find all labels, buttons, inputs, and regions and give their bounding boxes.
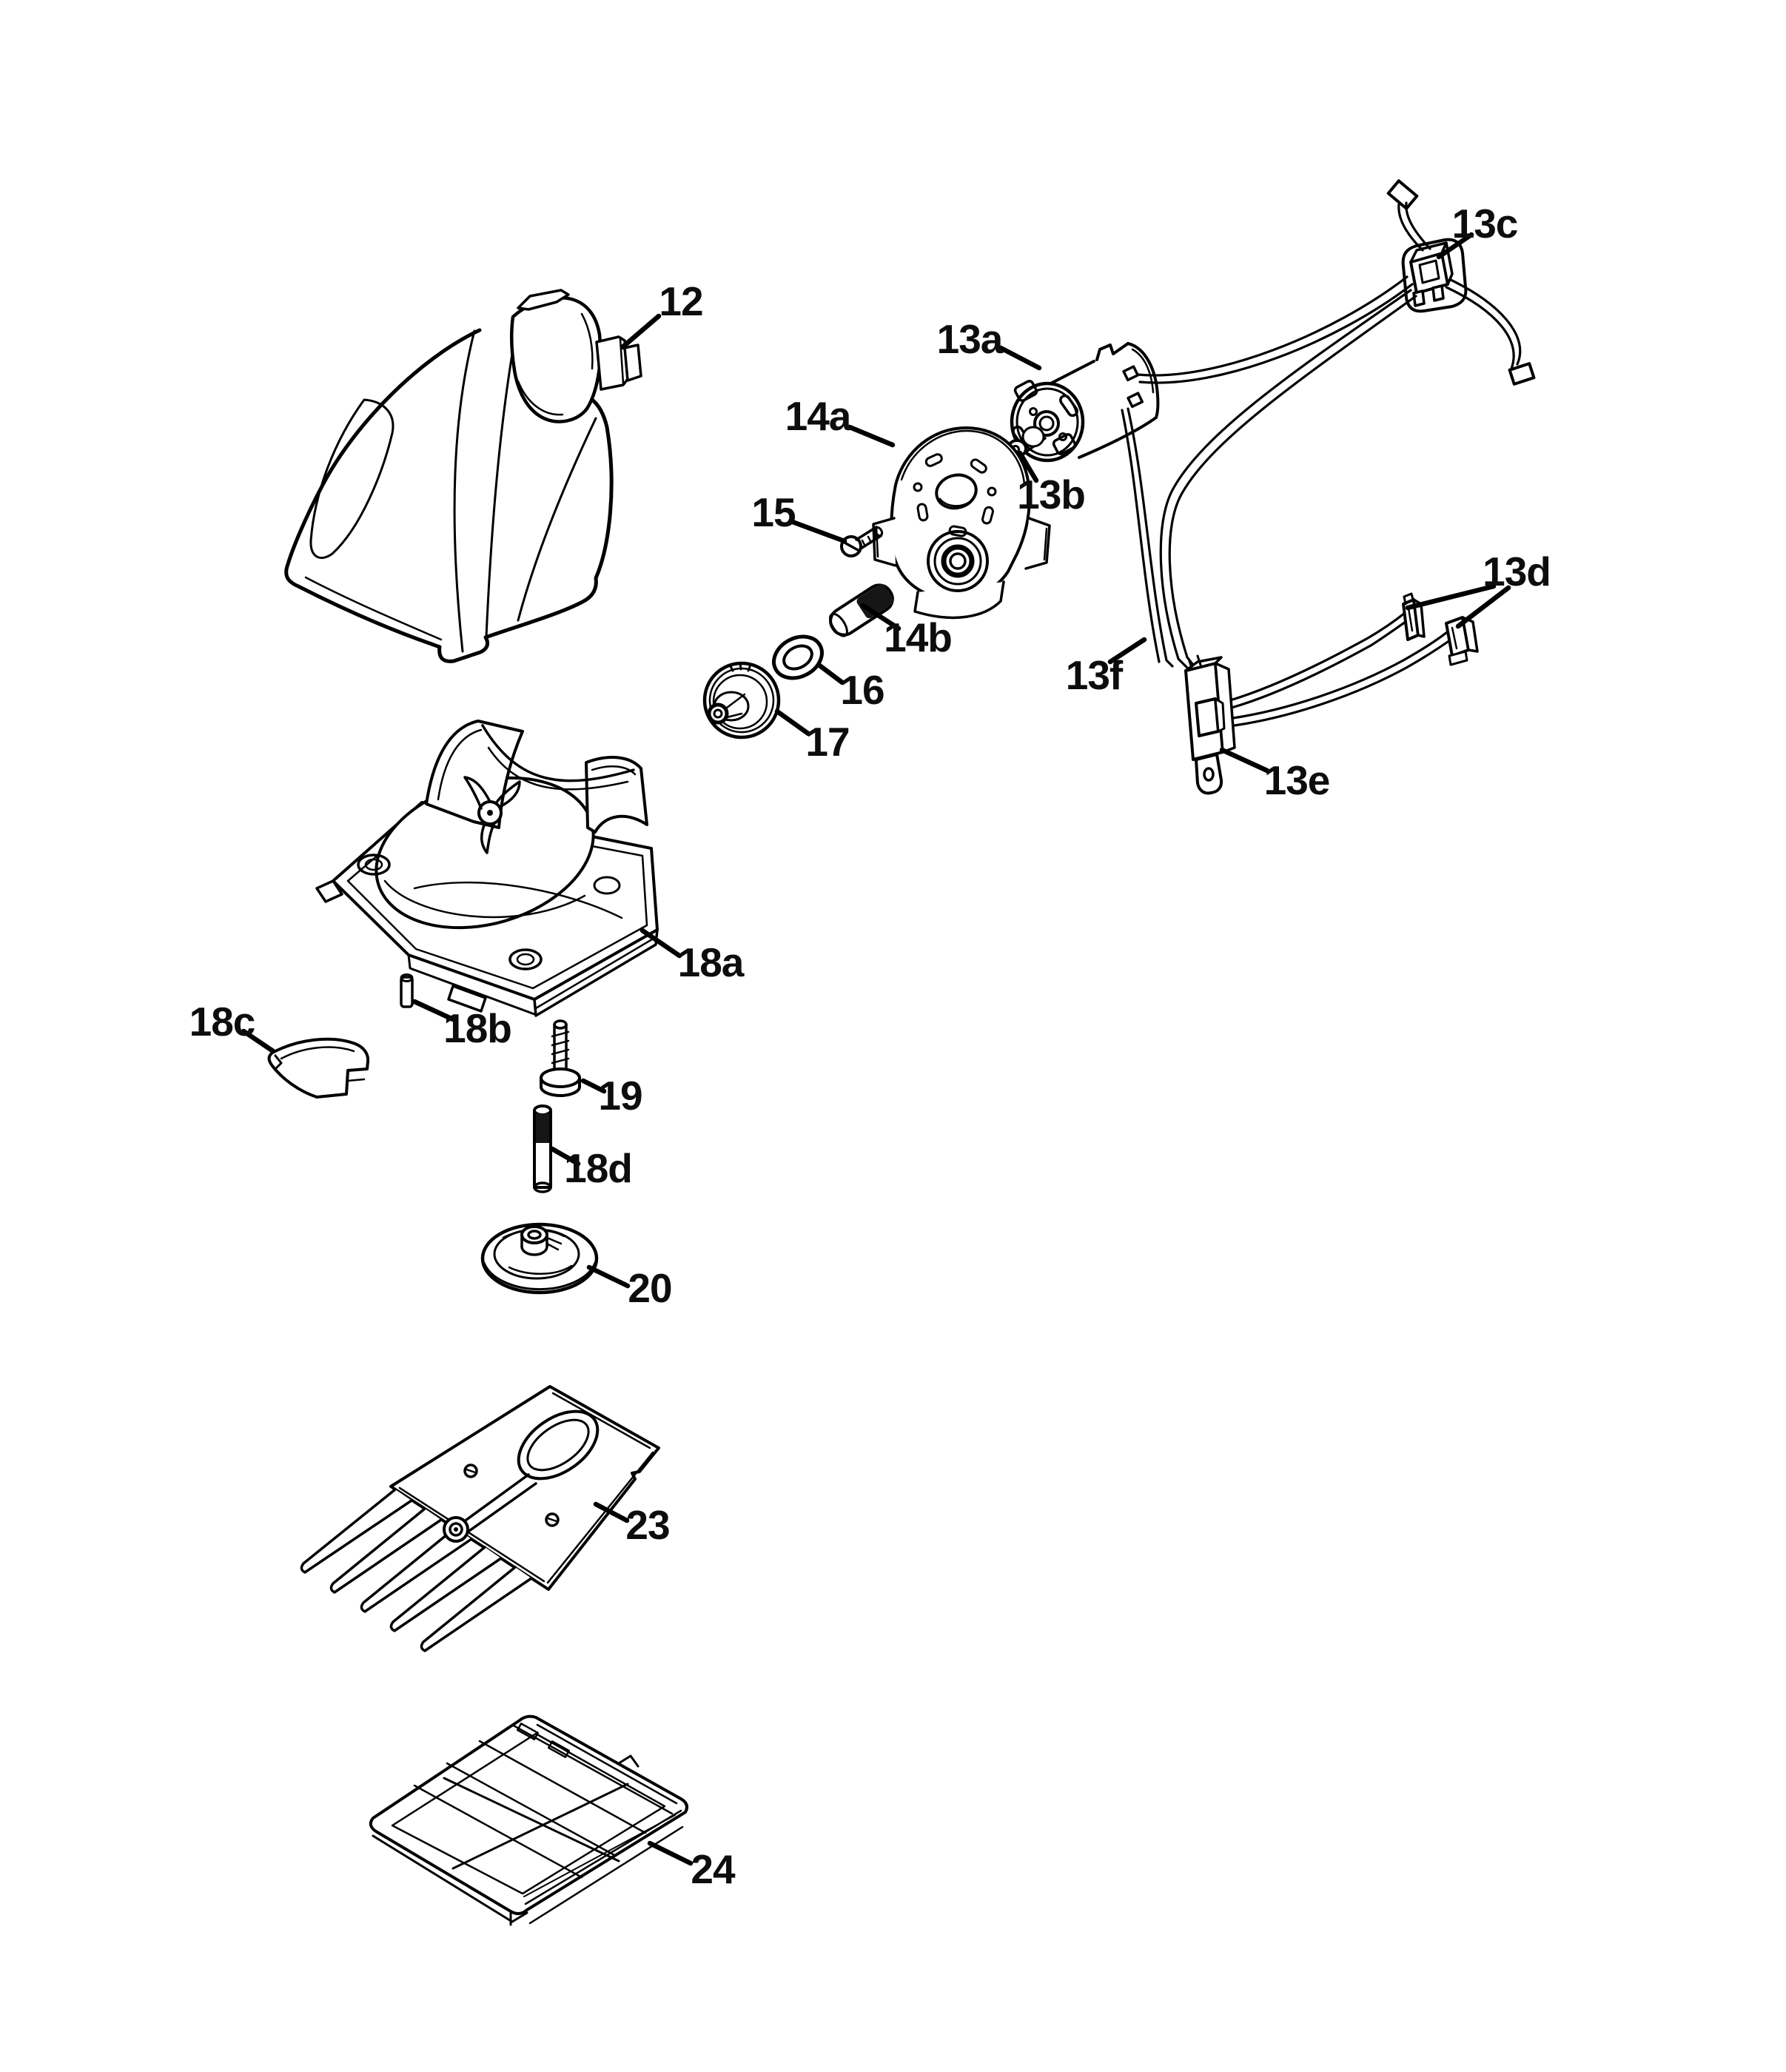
part-12-housing-cover [284, 289, 642, 663]
label-13a: 13a [937, 316, 1004, 362]
leader-12 [620, 313, 662, 350]
part-16-washer [772, 634, 824, 680]
label-14b: 14b [884, 614, 952, 660]
leader-14b [860, 603, 902, 631]
part-18a-gearbox-base [315, 720, 659, 1017]
part-18c-curved-shoe [267, 1037, 370, 1099]
leader-15 [788, 518, 847, 544]
leader-13b [1017, 450, 1039, 483]
label-13d: 13d [1483, 549, 1551, 594]
label-12: 12 [659, 278, 702, 324]
leader-17 [774, 708, 811, 737]
leader-13d-2 [1455, 585, 1511, 629]
part-13c-connector [1401, 238, 1468, 313]
leader-18a [639, 928, 682, 959]
leader-lines [241, 232, 1511, 1866]
label-18a: 18a [678, 939, 745, 985]
label-19: 19 [598, 1073, 642, 1119]
label-18c: 18c [189, 999, 255, 1045]
part-14a-gear-plate [872, 426, 1051, 620]
label-13c: 13c [1452, 201, 1518, 247]
wiring-harness [1121, 201, 1522, 727]
label-16: 16 [840, 667, 884, 713]
leader-14a [847, 424, 896, 448]
part-13d-clips [1402, 592, 1479, 666]
part-number-labels: 12 13a 13b 13c 13d 13e 13f 14a 14b 15 16… [189, 201, 1551, 1892]
label-18b: 18b [443, 1005, 511, 1051]
label-20: 20 [628, 1265, 671, 1311]
part-19-screw [540, 1019, 581, 1097]
part-13a-motor [1007, 342, 1160, 463]
label-14a: 14a [785, 393, 852, 439]
label-13e: 13e [1264, 757, 1330, 803]
label-18d: 18d [564, 1145, 632, 1191]
part-18d-stud [533, 1104, 552, 1193]
leader-13a [998, 345, 1042, 371]
label-17: 17 [805, 719, 849, 765]
leader-13f [1107, 637, 1147, 665]
part-17-cam [702, 661, 781, 740]
wire-terminal-right [1508, 362, 1536, 386]
part-23-shear-blade [300, 1385, 660, 1652]
leader-13d-1 [1405, 583, 1497, 611]
label-23: 23 [625, 1502, 669, 1548]
leader-18d [549, 1146, 581, 1167]
leader-13c [1436, 232, 1474, 260]
label-24: 24 [691, 1846, 736, 1892]
part-13e-switch [1184, 654, 1236, 795]
leader-13e [1219, 747, 1270, 774]
leader-24 [647, 1840, 694, 1866]
leader-16 [816, 662, 845, 685]
leader-19 [580, 1078, 607, 1094]
leader-20 [586, 1264, 631, 1289]
wire-terminal-top [1386, 179, 1419, 210]
leader-18c [241, 1028, 276, 1054]
label-13f: 13f [1066, 652, 1124, 698]
label-13b: 13b [1017, 472, 1085, 517]
label-15: 15 [751, 489, 796, 535]
part-20-cam-disc [480, 1222, 599, 1295]
part-24-bottom-cover [369, 1714, 688, 1926]
leader-18b [412, 999, 456, 1022]
part-18b-pin [400, 973, 414, 1008]
leader-23 [593, 1501, 630, 1523]
